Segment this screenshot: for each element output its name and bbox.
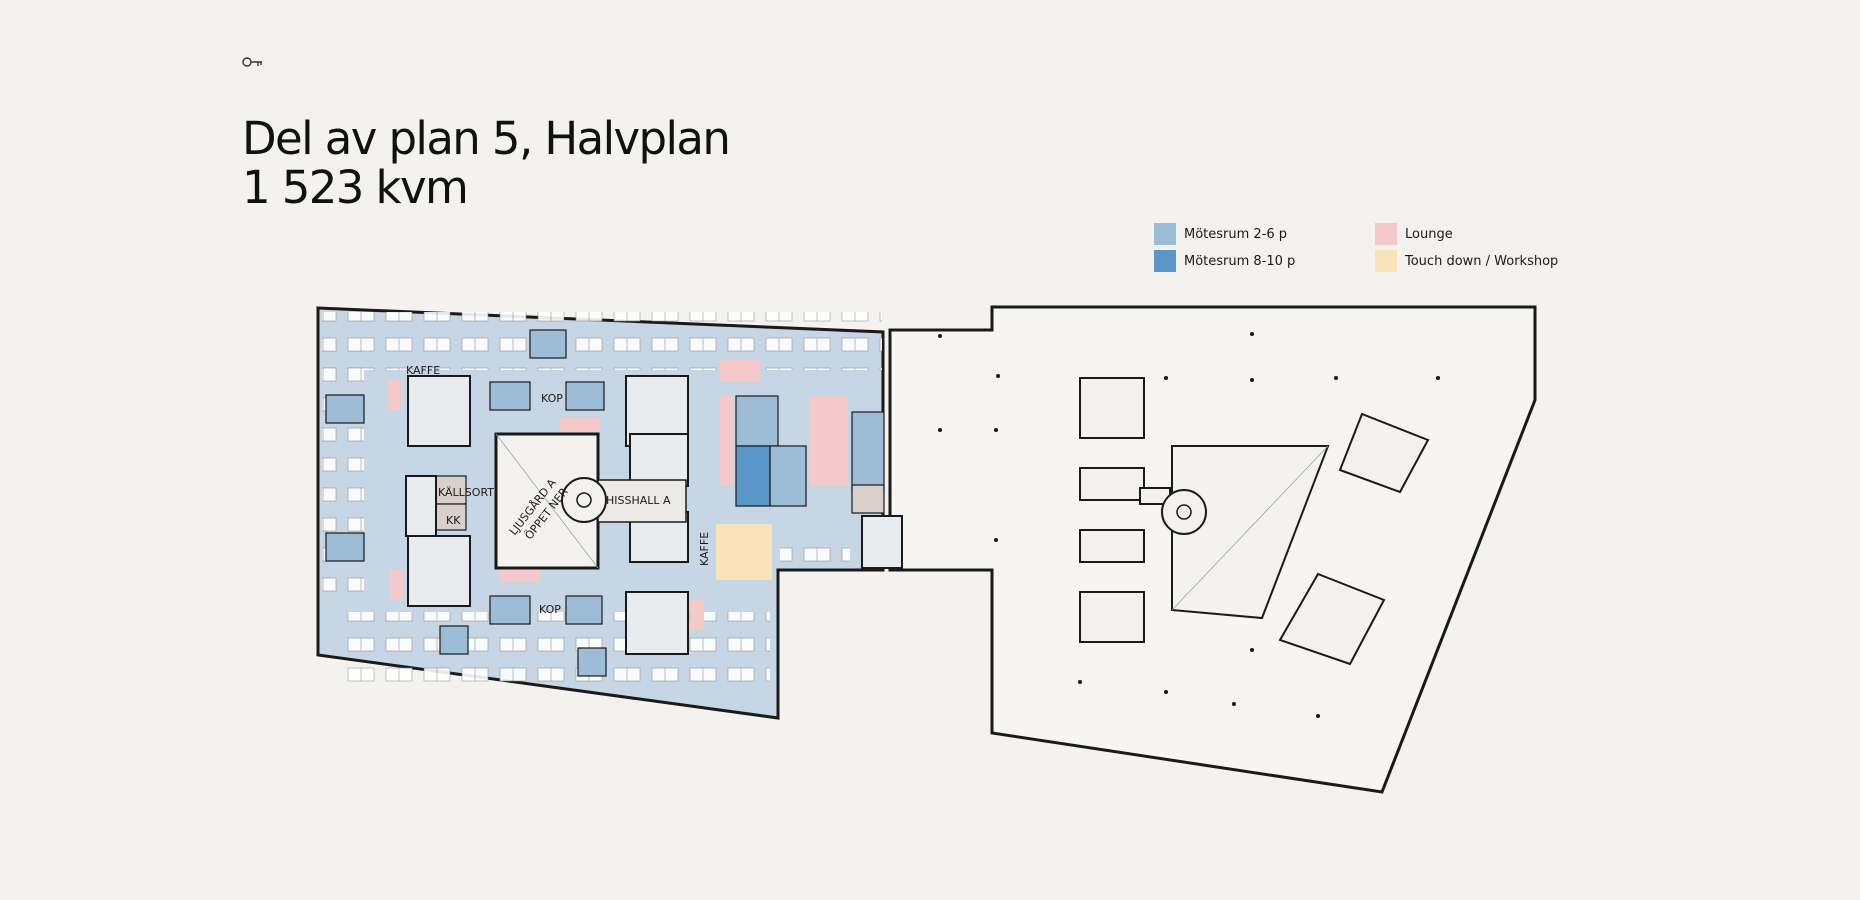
legend-item: Lounge — [1375, 223, 1558, 245]
desk-area-north — [322, 312, 882, 370]
elevator-hall — [597, 479, 687, 523]
legend-swatch-meeting-small — [1154, 223, 1176, 245]
floor-area: 1 523 kvm — [242, 161, 469, 214]
legend-swatch-meeting-large — [1154, 250, 1176, 272]
label-kop-top: KOP — [541, 392, 563, 405]
label-kk: KK — [446, 514, 461, 527]
desk-area-south — [340, 612, 770, 692]
label-kop-bottom: KOP — [539, 603, 561, 616]
legend-label: Mötesrum 2-6 p — [1184, 226, 1288, 242]
label-kaffe-right: KAFFE — [698, 532, 711, 566]
meeting-rooms-large — [735, 445, 771, 507]
legend-label: Lounge — [1405, 226, 1453, 242]
east-spiral-stair — [1161, 489, 1207, 535]
spiral-stair — [561, 477, 607, 523]
lounge-areas — [388, 360, 848, 630]
floor-name: Del av plan 5, Halvplan — [242, 112, 731, 165]
meeting-rooms-small — [325, 329, 885, 677]
label-hisshall: HISSHALL A — [606, 494, 671, 507]
legend-col-1: Mötesrum 2-6 p Mötesrum 8-10 p — [1154, 223, 1295, 277]
touchdown-area — [716, 524, 772, 580]
legend-item: Mötesrum 8-10 p — [1154, 250, 1295, 272]
legend-label: Touch down / Workshop — [1405, 253, 1559, 269]
desk-area-west — [322, 350, 364, 600]
columns — [938, 332, 1440, 718]
east-cores — [1079, 377, 1430, 666]
desk-area-east — [780, 535, 850, 565]
legend-item: Mötesrum 2-6 p — [1154, 223, 1295, 245]
legend-label: Mötesrum 8-10 p — [1184, 253, 1296, 269]
legend-swatch-lounge — [1375, 223, 1397, 245]
page-title: Del av plan 5, Halvplan 1 523 kvm — [242, 112, 731, 214]
key-icon — [242, 54, 264, 73]
legend-swatch-touchdown — [1375, 250, 1397, 272]
legend-item: Touch down / Workshop — [1375, 250, 1558, 272]
label-kaffe-top: KAFFE — [406, 364, 440, 377]
legend-col-2: Lounge Touch down / Workshop — [1375, 223, 1558, 277]
label-kallsort: KÄLLSORT — [438, 486, 494, 499]
